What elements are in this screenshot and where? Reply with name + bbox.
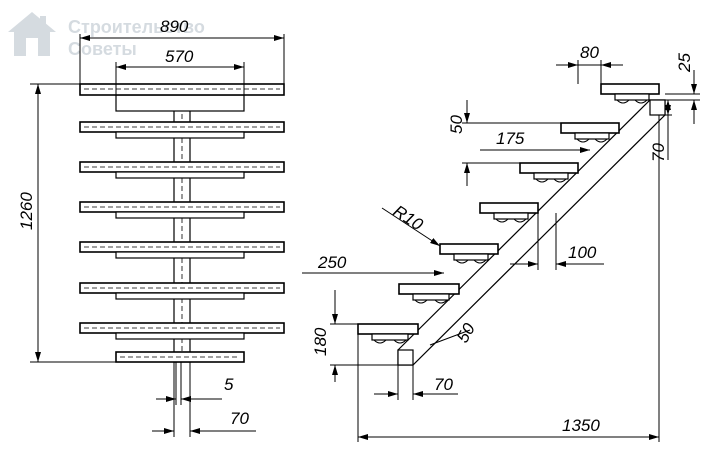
dim-50-top: 50 <box>447 115 466 134</box>
dim-250: 250 <box>317 253 347 272</box>
side-step <box>519 162 579 183</box>
tread-front <box>79 201 285 219</box>
tread-front <box>79 322 285 340</box>
tread-front <box>79 121 285 139</box>
tread-front-top <box>79 83 285 112</box>
dim-r10: R10 <box>390 201 427 234</box>
dim-80: 80 <box>580 43 599 62</box>
side-stringer <box>397 99 666 366</box>
side-step <box>439 243 499 264</box>
watermark-line2: Советы <box>68 39 137 59</box>
dim-50-bottom: 50 <box>453 320 479 346</box>
tread-front <box>79 282 285 300</box>
tread-front-bottom <box>115 351 245 363</box>
side-step <box>357 323 419 344</box>
side-step <box>600 83 660 104</box>
dim-5: 5 <box>224 375 234 394</box>
side-step <box>398 283 460 304</box>
watermark: Строительство Советы <box>4 6 205 62</box>
watermark-line1: Строительство <box>68 17 205 37</box>
dim-570: 570 <box>165 47 194 66</box>
tread-front <box>79 161 285 179</box>
tread-front <box>79 241 285 259</box>
dim-25: 25 <box>675 53 694 73</box>
dim-1350: 1350 <box>562 416 600 435</box>
side-step <box>560 122 620 143</box>
side-view: 80 25 70 50 175 R10 100 250 <box>302 43 700 442</box>
dim-70: 70 <box>230 409 249 428</box>
dim-890: 890 <box>160 17 189 36</box>
dim-175: 175 <box>496 129 525 148</box>
dim-180: 180 <box>311 327 330 356</box>
house-logo-icon <box>8 12 56 56</box>
dim-70-bottom: 70 <box>434 375 453 394</box>
front-view: 890 570 1260 5 70 <box>17 17 285 437</box>
side-step <box>479 202 539 223</box>
dim-100: 100 <box>568 243 597 262</box>
dim-1260: 1260 <box>17 192 36 230</box>
